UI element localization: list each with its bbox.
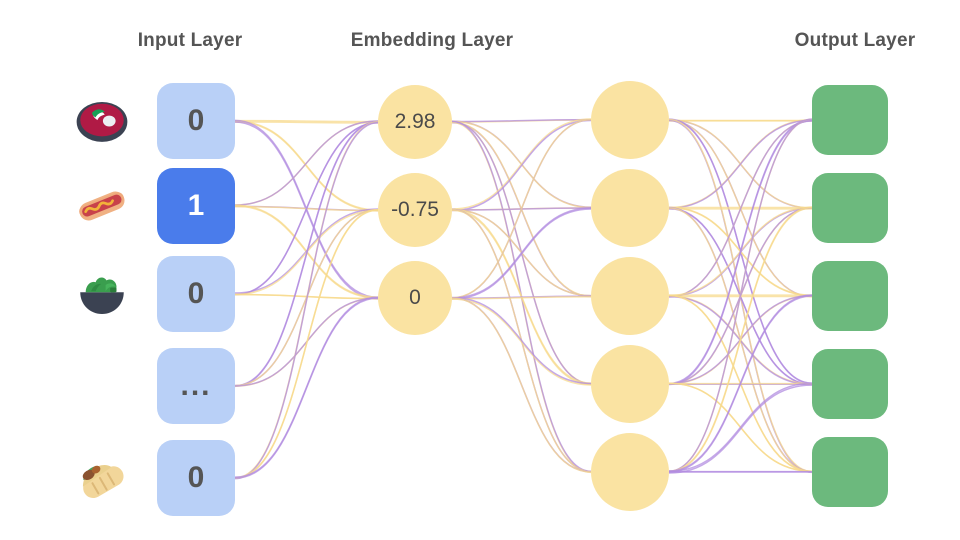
input-node-value: 0 xyxy=(187,461,205,494)
hidden-node-4[interactable] xyxy=(591,433,669,511)
input-node-value: 1 xyxy=(187,189,205,222)
hot-dog-icon xyxy=(72,176,132,236)
hidden-node-2[interactable] xyxy=(591,257,669,335)
hidden-node-3[interactable] xyxy=(591,345,669,423)
output-node-3[interactable] xyxy=(812,349,888,419)
output-node-4[interactable] xyxy=(812,437,888,507)
output-node-2[interactable] xyxy=(812,261,888,331)
embedding-node-value: -0.75 xyxy=(391,198,439,221)
burrito-icon xyxy=(72,448,132,508)
green-salad-icon xyxy=(72,264,132,324)
input-node-value: 0 xyxy=(187,104,205,137)
bowl-of-borscht-icon xyxy=(72,91,132,151)
input-node-value: 0 xyxy=(187,277,205,310)
input-node-4[interactable]: 0 xyxy=(157,440,235,516)
embedding-node-value: 0 xyxy=(409,286,421,309)
embedding-node-2[interactable]: 0 xyxy=(378,261,452,335)
hidden-node-0[interactable] xyxy=(591,81,669,159)
input-layer-title: Input Layer xyxy=(137,30,243,51)
input-node-2[interactable]: 0 xyxy=(157,256,235,332)
output-node-1[interactable] xyxy=(812,173,888,243)
input-node-1[interactable]: 1 xyxy=(157,168,235,244)
input-node-0[interactable]: 0 xyxy=(157,83,235,159)
embedding-node-0[interactable]: 2.98 xyxy=(378,85,452,159)
hidden-node-1[interactable] xyxy=(591,169,669,247)
embedding-layer-title: Embedding Layer xyxy=(350,30,514,51)
embedding-node-1[interactable]: -0.75 xyxy=(378,173,452,247)
input-node-3[interactable]: ... xyxy=(157,348,235,424)
output-node-0[interactable] xyxy=(812,85,888,155)
input-node-value: ... xyxy=(180,369,212,402)
output-layer-title: Output Layer xyxy=(794,30,916,51)
embedding-node-value: 2.98 xyxy=(394,110,436,133)
